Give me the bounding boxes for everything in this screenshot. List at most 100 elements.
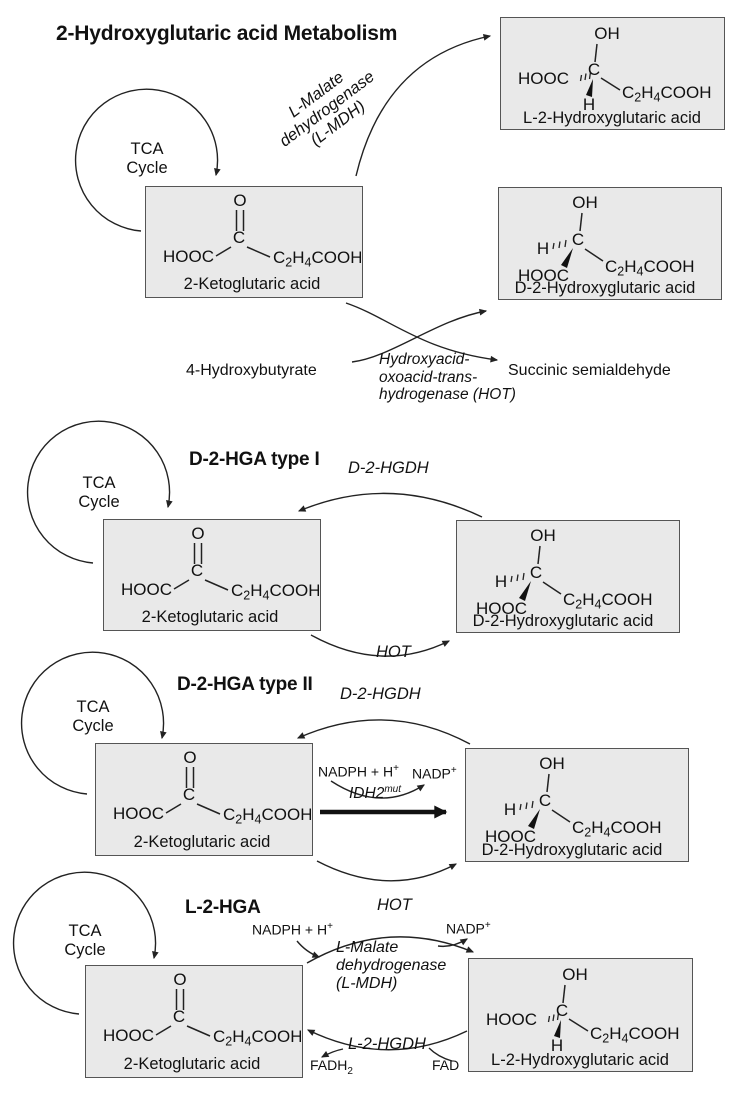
l-bonds [547,984,589,1038]
structure-2-ketoglutaric: O C HOOC C2H4COOH 2-Ketoglutaric acid [163,191,361,293]
nadph-in-arrow [296,940,321,958]
fad-label: FAD [432,1057,460,1073]
atom-c: C [539,791,551,810]
kg-bonds [165,767,221,815]
plus-sup: + [450,765,457,776]
group-chain: C2H4COOH [572,818,661,840]
atom-c: C [233,228,245,247]
atom-c: C [530,563,542,582]
atom-h: H [495,572,507,591]
group-oh: OH [539,754,565,773]
box-2-ketoglutaric-l2hga: O C HOOC C2H4COOH 2-Ketoglutaric acid [85,965,303,1078]
group-chain: C2H4COOH [622,83,711,105]
box-d2hga-type1: OH C H HOOC C2H4COOH D-2-Hydroxyglutaric… [456,520,680,633]
kg-bonds [155,989,211,1037]
nadp-label-l2hga: NADP+ [446,920,491,937]
compound-name: D-2-Hydroxyglutaric acid [482,841,663,859]
l2hgdh-label: L-2-HGDH [348,1035,426,1053]
structure-2-ketoglutaric: O C HOOC C2H4COOH 2-Ketoglutaric acid [103,970,301,1073]
box-l2hga-bottom: OH C HOOC H C2H4COOH L-2-Hydroxyglutaric… [468,958,693,1072]
box-d2hga-type2: OH C H HOOC C2H4COOH D-2-Hydroxyglutaric… [465,748,689,862]
hot-label-type2: HOT [377,896,412,914]
hot-label-type1: HOT [376,643,411,661]
group-oh: OH [572,193,598,212]
group-chain: C2H4COOH [605,257,694,279]
d2hgdh-label-type2: D-2-HGDH [340,685,421,703]
group-hooc: HOOC [518,69,569,88]
heading-type2: D-2-HGA type II [177,674,313,695]
succinic-semialdehyde-label: Succinic semialdehyde [508,362,671,379]
atom-c: C [556,1001,568,1020]
atom-h: H [583,95,595,114]
group-oh: OH [530,526,556,545]
group-oh: OH [562,965,588,984]
atom-c: C [173,1007,185,1026]
compound-name: L-2-Hydroxyglutaric acid [491,1051,669,1069]
compound-name: 2-Ketoglutaric acid [134,833,271,851]
heading-type1: D-2-HGA type I [189,449,320,470]
mut-sup: mut [384,784,401,795]
compound-name: 2-Ketoglutaric acid [124,1055,261,1073]
structure-d2hga: OH C H HOOC C2H4COOH D-2-Hydroxyglutaric… [515,193,696,297]
atom-o: O [183,748,196,767]
group-chain: C2H4COOH [231,581,319,603]
box-d2hga-top: OH C H HOOC C2H4COOH D-2-Hydroxyglutaric… [498,187,722,300]
structure-d2hga: OH C H HOOC C2H4COOH D-2-Hydroxyglutaric… [473,526,654,630]
d2hgdh-arc-type2 [296,719,471,745]
atom-h: H [504,800,516,819]
atom-o: O [173,970,186,989]
structure-2-ketoglutaric: O C HOOC C2H4COOH 2-Ketoglutaric acid [121,524,319,626]
group-hooc: HOOC [121,580,172,599]
d-bonds [552,212,604,268]
atom-c: C [191,561,203,580]
atom-h: H [537,239,549,258]
lmdh-enzyme-label-top: L-Malate dehydrogenase (L-MDH) [276,67,378,151]
group-chain: C2H4COOH [223,805,311,827]
plus-sup: + [393,763,399,774]
l-bonds [579,43,621,97]
compound-name: L-2-Hydroxyglutaric acid [523,109,701,127]
plus-sup: + [327,921,333,932]
box-l2hga-top: OH C HOOC H C2H4COOH L-2-Hydroxyglutaric… [500,17,725,130]
group-hooc: HOOC [486,1010,537,1029]
d2hgdh-label-type1: D-2-HGDH [348,459,429,477]
hydroxybutyrate-label: 4-Hydroxybutyrate [186,362,317,379]
lmdh-enzyme-label-l2hga: L-Malate dehydrogenase (L-MDH) [336,939,447,992]
structure-d2hga: OH C H HOOC C2H4COOH D-2-Hydroxyglutaric… [482,754,663,859]
heading-l2hga: L-2-HGA [185,897,261,918]
group-oh: OH [594,24,620,43]
compound-name: 2-Ketoglutaric acid [184,275,321,293]
structure-l2hga: OH C HOOC H C2H4COOH L-2-Hydroxyglutaric… [518,24,711,127]
idh2mut-label: IDH2mut [349,784,401,803]
group-hooc: HOOC [485,827,536,846]
hot-arc-type2 [316,860,457,882]
d-bonds [519,773,571,829]
atom-h: H [551,1036,563,1055]
group-chain: C2H4COOH [213,1027,301,1049]
group-hooc: HOOC [163,247,214,266]
box-2-ketoglutaric-type1: O C HOOC C2H4COOH 2-Ketoglutaric acid [103,519,321,631]
group-chain: C2H4COOH [273,248,361,270]
d2hgdh-arc-type1 [297,492,483,518]
fadh2-label: FADH2 [310,1057,353,1077]
atom-c: C [588,60,600,79]
structure-l2hga: OH C HOOC H C2H4COOH L-2-Hydroxyglutaric… [486,965,679,1069]
fadh2-out-arrow [321,1048,344,1058]
page-title: 2-Hydroxyglutaric acid Metabolism [56,22,398,45]
group-hooc: HOOC [103,1026,154,1045]
two-sub: 2 [347,1065,353,1077]
group-chain: C2H4COOH [590,1024,679,1046]
d-bonds [510,545,562,601]
nadph-label-l2hga: NADPH + H+ [252,921,333,938]
box-2-ketoglutaric-top: O C HOOC C2H4COOH 2-Ketoglutaric acid [145,186,363,298]
group-hooc: HOOC [518,266,569,285]
structure-2-ketoglutaric: O C HOOC C2H4COOH 2-Ketoglutaric acid [113,748,311,851]
kg-bonds [173,543,229,591]
group-hooc: HOOC [476,599,527,618]
atom-o: O [191,524,204,543]
nadph-label-type2: NADPH + H+ [318,763,399,780]
